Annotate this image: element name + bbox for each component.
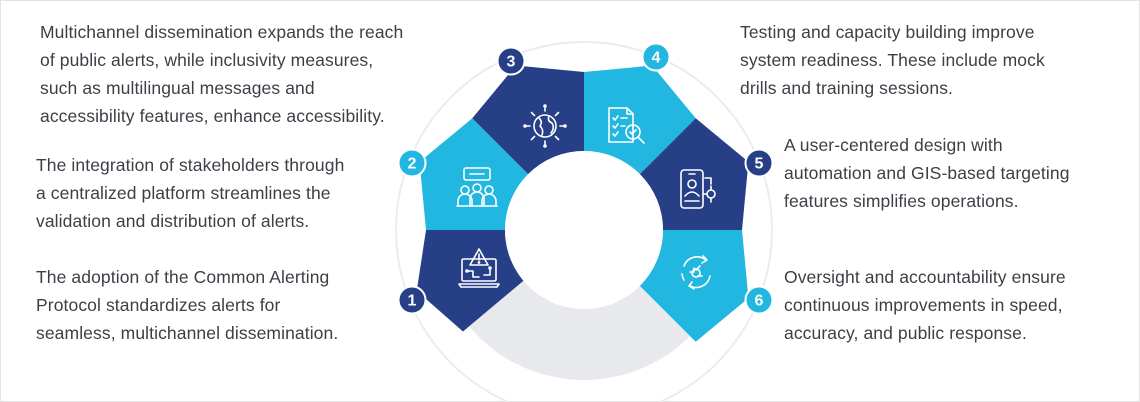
step-badge-5: 5 [744,148,774,178]
step-badge-2: 2 [397,148,427,178]
step-1-line: Protocol standardizes alerts for [36,295,281,315]
step-6-line: accuracy, and public response. [784,323,1027,343]
step-3-line: such as multilingual messages and [40,78,315,98]
step-badge-6: 6 [744,285,774,315]
step-6-description: Oversight and accountability ensure cont… [784,263,1066,347]
step-3-line: accessibility features, enhance accessib… [40,106,385,126]
badge-number: 2 [408,156,417,173]
step-2-description: The integration of stakeholders through … [36,151,344,235]
step-4-description: Testing and capacity building improve sy… [740,18,1045,102]
step-4-line: system readiness. These include mock [740,50,1045,70]
outer-ring [395,41,773,402]
step-2-line: a centralized platform streamlines the [36,183,331,203]
ring-segment-3 [472,65,584,175]
step-6-line: Oversight and accountability ensure [784,267,1066,287]
step-1-line: The adoption of the Common Alerting [36,267,330,287]
badge-number: 1 [408,293,417,310]
step-2-line: validation and distribution of alerts. [36,211,310,231]
step-1-description: The adoption of the Common Alerting Prot… [36,263,338,347]
warning-laptop-icon [458,248,500,288]
step-6-line: continuous improvements in speed, [784,295,1063,315]
step-3-line: of public alerts, while inclusivity meas… [40,50,374,70]
globe-network-icon [523,104,567,148]
empty-ring-segment [469,280,691,381]
stakeholders-meeting-icon [456,167,498,207]
badge-circle [397,285,427,315]
badge-number: 4 [652,50,661,67]
badge-number: 3 [507,54,516,71]
step-5-line: features simplifies operations. [784,191,1019,211]
badge-number: 5 [755,156,764,173]
badge-circle [744,148,774,178]
step-5-line: A user-centered design with [784,135,1003,155]
ring-segment-4 [584,65,696,175]
step-badges: 1 2 3 4 5 6 [397,42,774,315]
step-5-description: A user-centered design with automation a… [784,131,1070,215]
ring-center [505,151,663,309]
mobile-user-icon [680,169,716,209]
segment-icons [456,104,716,290]
continuous-cycle-icon [681,255,711,290]
step-4-line: drills and training sessions. [740,78,954,98]
step-badge-1: 1 [397,285,427,315]
step-1-line: seamless, multichannel dissemination. [36,323,339,343]
step-5-line: automation and GIS-based targeting [784,163,1070,183]
ring-segment-6 [639,230,749,342]
step-4-line: Testing and capacity building improve [740,22,1035,42]
step-3-line: Multichannel dissemination expands the r… [40,22,404,42]
badge-number: 6 [755,293,764,310]
step-3-description: Multichannel dissemination expands the r… [40,18,403,130]
badge-circle [397,148,427,178]
step-2-line: The integration of stakeholders through [36,155,345,175]
badge-circle [496,46,526,76]
badge-circle [641,42,671,72]
step-badge-4: 4 [641,42,671,72]
badge-circle [744,285,774,315]
step-badge-3: 3 [496,46,526,76]
checklist-search-icon [608,107,645,144]
